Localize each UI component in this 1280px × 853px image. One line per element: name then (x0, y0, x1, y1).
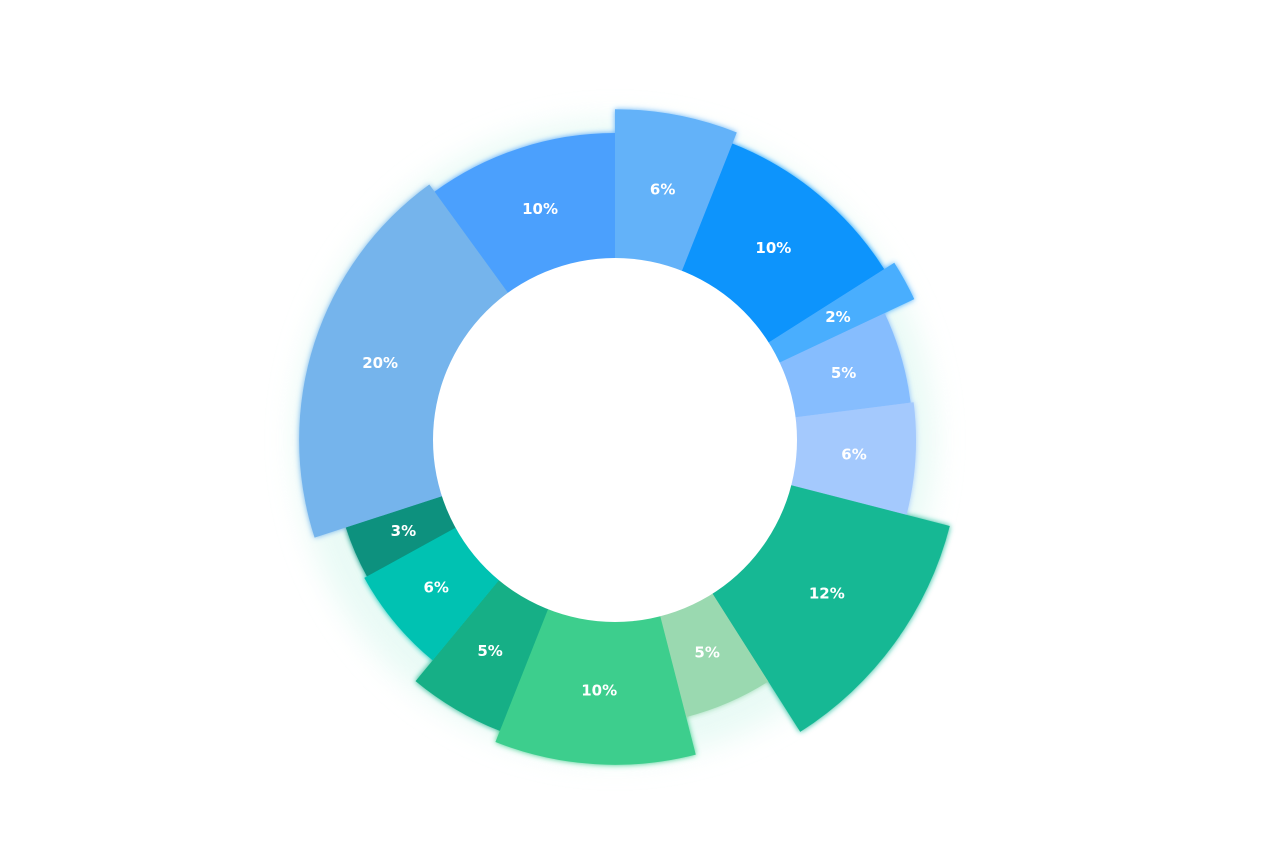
donut-hole (433, 258, 797, 622)
pie-slice[interactable] (680, 143, 885, 345)
pie-slice[interactable] (364, 525, 502, 661)
slice-label: 10% (755, 239, 791, 257)
pie-slice[interactable] (615, 109, 737, 275)
pie-slice[interactable] (787, 402, 916, 515)
slice-label: 6% (423, 578, 448, 596)
pie-slice[interactable] (765, 262, 915, 365)
slice-label: 6% (650, 181, 675, 199)
pie-slice[interactable] (710, 484, 950, 732)
slice-label: 5% (831, 364, 856, 382)
pie-slice[interactable] (415, 577, 550, 731)
slice-label: 20% (362, 354, 398, 372)
slices-layer (299, 109, 950, 765)
pie-slice[interactable] (495, 605, 696, 765)
slice-label: 5% (477, 642, 502, 660)
slice-label: 6% (841, 446, 866, 464)
pie-slice[interactable] (299, 184, 511, 538)
slice-label: 2% (825, 308, 850, 326)
pie-slice[interactable] (434, 133, 615, 296)
pie-slice[interactable] (776, 313, 911, 418)
pie-slice[interactable] (659, 590, 769, 718)
slice-label: 10% (522, 200, 558, 218)
slice-label: 3% (391, 522, 416, 540)
slice-label: 10% (581, 681, 617, 699)
labels-layer: 6% 10% 2% 5% 6% 12% 5% 10% 5% 6% 3% 20% 10% (362, 181, 867, 700)
pie-slice[interactable] (345, 495, 460, 577)
slice-label: 12% (809, 584, 845, 602)
slice-label: 5% (694, 643, 719, 661)
